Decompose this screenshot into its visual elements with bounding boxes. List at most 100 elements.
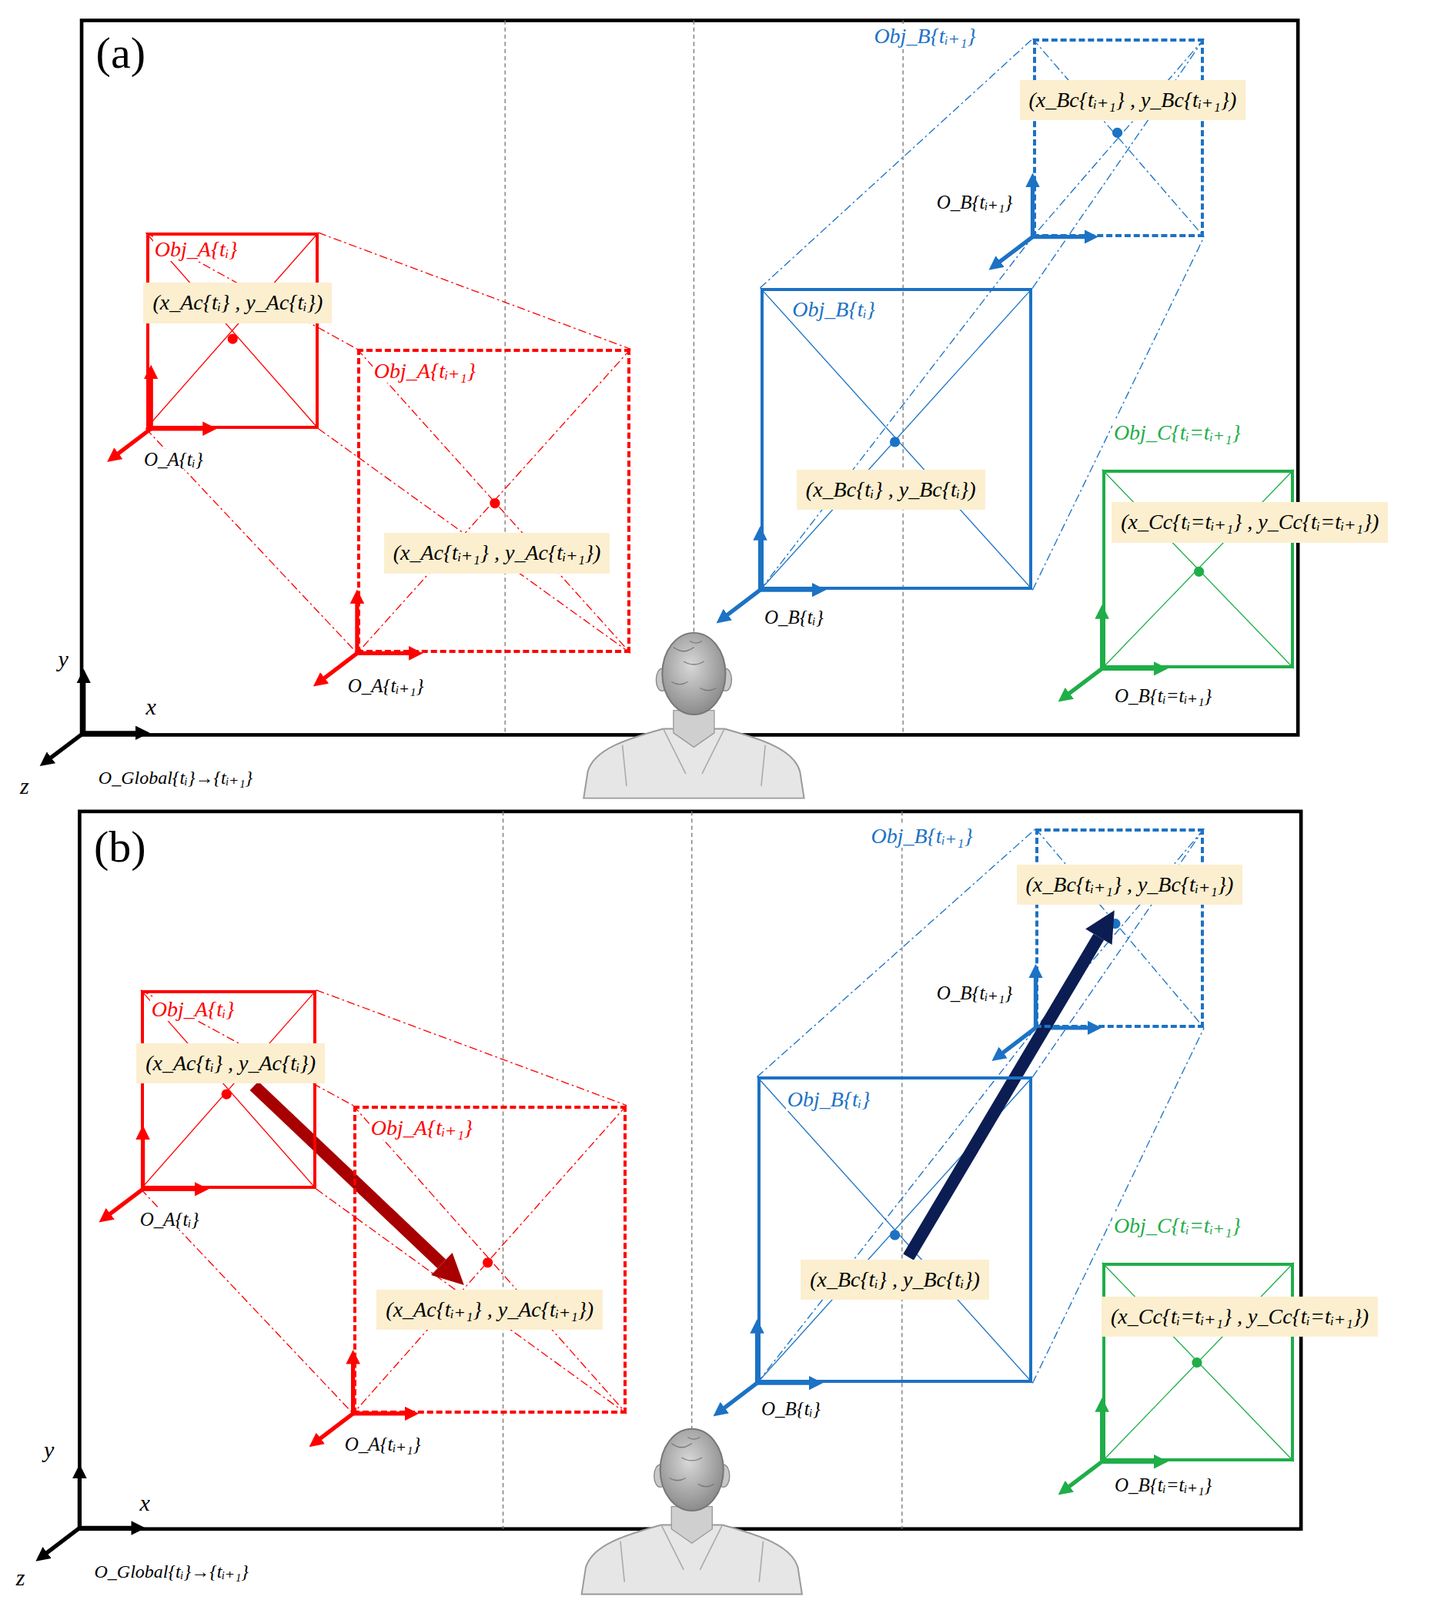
object-box: Obj_B{tᵢ₊₁}(x_Bc{tᵢ₊₁} , y_Bc{tᵢ₊₁}) [1033,38,1205,237]
axis-letter: z [14,1564,27,1590]
origin-label: O_B{tᵢ=tᵢ₊₁} [1113,685,1214,707]
axis-letter: x [138,1489,152,1515]
coordinate-tag: (x_Bc{tᵢ} , y_Bc{tᵢ}) [796,469,986,510]
coordinate-text: (x_Ac{tᵢ} , y_Ac{tᵢ}) [152,290,323,315]
object-box: Obj_C{tᵢ=tᵢ₊₁}(x_Cc{tᵢ=tᵢ₊₁} , y_Cc{tᵢ=t… [1102,1262,1294,1462]
box-diagonals [140,989,317,1189]
label-text: y [42,1436,56,1462]
guide-lines [503,811,903,1529]
text-holder: Obj_A{tᵢ} [153,237,240,262]
label-text: O_B{tᵢ=tᵢ₊₁} [1113,685,1214,706]
panel-frame-line [81,20,1298,736]
origin-label: O_A{tᵢ₊₁} [343,1433,423,1455]
axis-letter: y [56,645,71,672]
coordinate-text: (x_Ac{tᵢ₊₁} , y_Ac{tᵢ₊₁}) [385,1297,594,1321]
axis-letter: z [18,772,31,799]
label-text: z [14,1564,27,1590]
viewer-figure [581,1428,803,1595]
object-name: Obj_C{tᵢ=tᵢ₊₁} [1112,1213,1243,1238]
object-box: Obj_A{tᵢ₊₁} (x_Ac{tᵢ₊₁} , y_Ac{tᵢ₊₁}) [357,348,631,653]
frame-axes [319,1362,407,1439]
center-dots [221,918,1203,1368]
label-text: O_B{tᵢ₊₁} [935,191,1015,213]
object-box: Obj_A{tᵢ}(x_Ac{tᵢ} , y_Ac{tᵢ}) [140,989,317,1189]
label-text: O_B{tᵢ=tᵢ₊₁} [1113,1474,1214,1495]
object-name: Obj_A{tᵢ} [153,237,240,261]
text-holder: Obj_A{tᵢ₊₁} [372,359,478,384]
viewer-figure [583,632,804,799]
box-diagonals [1102,469,1294,669]
text-holder: Obj_B{tᵢ} [785,1087,873,1112]
text-holder: Obj_A{tᵢ₊₁} [369,1116,475,1141]
box-diagonals [760,287,1034,590]
box-diagonals [1102,1262,1294,1462]
text-holder: Obj_A{tᵢ} [150,997,237,1022]
frame-axes [723,1331,811,1408]
object-name: Obj_B{tᵢ₊₁} [869,823,974,848]
panel-a-art [50,20,1298,799]
panel-frame: (a)Obj_A{tᵢ}(x_Ac{tᵢ} , y_Ac{tᵢ})Obj_A{t… [81,20,1298,736]
object-box: Obj_B{tᵢ} (x_Bc{tᵢ} , y_Bc{tᵢ}) [757,1076,1034,1383]
text-holder: Obj_C{tᵢ=tᵢ₊₁} [1112,1213,1243,1238]
motion-arrow [254,1085,442,1264]
axis-letter: x [144,693,158,719]
object-box: Obj_C{tᵢ=tᵢ₊₁}(x_Cc{tᵢ=tᵢ₊₁} , y_Cc{tᵢ=t… [1102,469,1294,669]
perspective-lines [140,989,627,1414]
object-box: Obj_B{tᵢ} (x_Bc{tᵢ} , y_Bc{tᵢ}) [760,287,1034,590]
panel-letter: (b) [93,821,147,872]
motion-arrow [908,936,1099,1258]
label-text: O_Global{tᵢ}→{tᵢ₊₁} [93,1561,251,1582]
coordinate-text: (x_Cc{tᵢ=tᵢ₊₁} , y_Cc{tᵢ=tᵢ₊₁}) [1120,509,1379,534]
frame-axes [109,1137,197,1214]
panel-letter: (a) [96,27,146,78]
text-holder: Obj_B{tᵢ₊₁} [872,24,977,49]
coordinate-text: (x_Bc{tᵢ₊₁} , y_Bc{tᵢ₊₁}) [1029,87,1238,112]
text-holder: Obj_B{tᵢ} [790,297,877,322]
object-name: Obj_A{tᵢ₊₁} [372,358,478,383]
label-text: O_B{tᵢ} [762,606,826,628]
panel-frame: (b)Obj_A{tᵢ}(x_Ac{tᵢ} , y_Ac{tᵢ})Obj_A{t… [79,811,1301,1529]
object-box: Obj_A{tᵢ₊₁} (x_Ac{tᵢ₊₁} , y_Ac{tᵢ₊₁}) [353,1105,627,1414]
origin-label: O_A{tᵢ} [142,448,205,471]
label-text: O_A{tᵢ₊₁} [346,675,426,696]
frame-axes [323,601,411,679]
origin-label: O_B{tᵢ} [759,1397,823,1420]
coordinate-tag: (x_Ac{tᵢ₊₁} , y_Ac{tᵢ₊₁}) [384,532,611,573]
coordinate-tag: (x_Bc{tᵢ₊₁} , y_Bc{tᵢ₊₁}) [1019,80,1247,121]
label-text: O_A{tᵢ} [142,448,205,470]
object-name: Obj_B{tᵢ} [785,1086,873,1111]
frame-axes [1068,617,1156,694]
text-holder: Obj_C{tᵢ=tᵢ₊₁} [1112,421,1243,445]
coordinate-tag: (x_Ac{tᵢ₊₁} , y_Ac{tᵢ₊₁}) [376,1289,603,1330]
frame-axes [117,377,204,454]
object-name: Obj_A{tᵢ₊₁} [369,1115,475,1140]
label-text: x [138,1489,152,1515]
origin-label: O_B{tᵢ=tᵢ₊₁} [1113,1474,1214,1496]
label-text: O_A{tᵢ} [138,1208,201,1230]
object-box: Obj_A{tᵢ}(x_Ac{tᵢ} , y_Ac{tᵢ}) [146,232,319,429]
object-box: Obj_B{tᵢ₊₁}(x_Bc{tᵢ₊₁} , y_Bc{tᵢ₊₁}) [1035,828,1204,1027]
object-name: Obj_C{tᵢ=tᵢ₊₁} [1112,420,1243,445]
coordinate-tag: (x_Bc{tᵢ} , y_Bc{tᵢ}) [800,1259,990,1300]
origin-label: O_A{tᵢ₊₁} [346,675,426,697]
panel-frame-line [79,811,1301,1529]
axis-letter: y [42,1436,56,1462]
coordinate-text: (x_Bc{tᵢ} , y_Bc{tᵢ}) [809,1267,980,1291]
text-holder: Obj_B{tᵢ₊₁} [869,824,974,849]
frame-axes [726,538,814,616]
label-text: x [144,693,158,719]
origin-label: O_B{tᵢ₊₁} [935,982,1015,1004]
origin-label: O_Global{tᵢ}→{tᵢ₊₁} [93,1561,251,1582]
global-axes [50,682,138,759]
center-dots [227,127,1205,577]
coordinate-tag: (x_Bc{tᵢ₊₁} , y_Bc{tᵢ₊₁}) [1016,864,1244,905]
global-axes [46,1476,134,1553]
box-diagonals [146,232,319,429]
label-text: O_Global{tᵢ}→{tᵢ₊₁} [96,767,255,788]
label-text: O_A{tᵢ₊₁} [343,1433,423,1455]
coordinate-tag: (x_Ac{tᵢ} , y_Ac{tᵢ}) [136,1043,325,1084]
coordinate-text: (x_Ac{tᵢ₊₁} , y_Ac{tᵢ₊₁}) [393,540,602,565]
label-text: O_B{tᵢ} [759,1397,823,1419]
